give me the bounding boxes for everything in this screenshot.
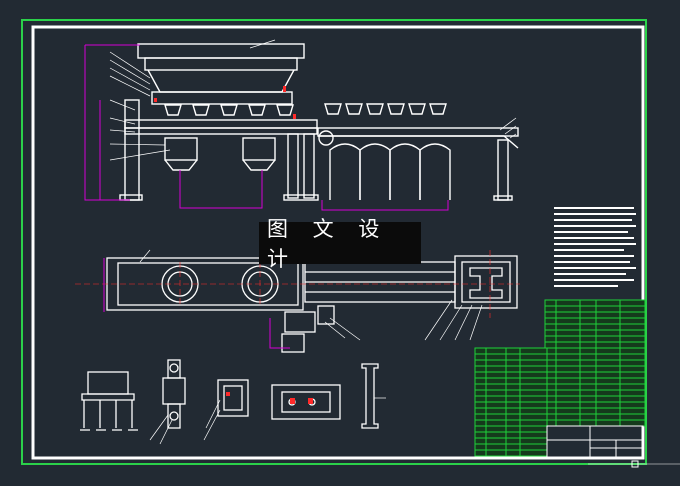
parts-list bbox=[474, 299, 646, 457]
plan-view-leaders bbox=[139, 249, 483, 341]
section-details bbox=[80, 359, 379, 431]
front-view-markers bbox=[154, 86, 296, 119]
front-view bbox=[119, 43, 519, 201]
section-markers bbox=[226, 392, 313, 404]
plan-view-centerlines bbox=[75, 250, 520, 318]
plan-view-dimensions bbox=[103, 258, 290, 349]
outer-frame bbox=[21, 19, 647, 465]
title-block bbox=[546, 425, 644, 459]
section-leaders bbox=[149, 397, 386, 445]
front-view-leaders bbox=[109, 39, 517, 161]
watermark-label: 图 文 设 计 bbox=[259, 217, 421, 271]
inner-frame bbox=[31, 25, 645, 460]
front-view-dimensions bbox=[84, 44, 449, 211]
technical-notes bbox=[554, 207, 636, 287]
